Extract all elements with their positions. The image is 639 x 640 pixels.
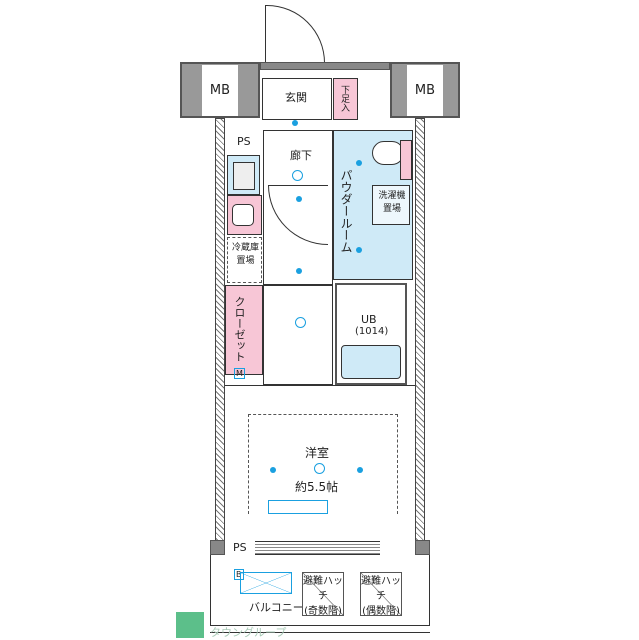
outdoor-unit [240,572,292,594]
sink [227,195,262,235]
right-wall [415,118,425,550]
light-icon [356,247,362,253]
bathtub [341,345,401,379]
western-room: 洋室 約5.5帖 [225,385,415,520]
escape-hatch-even: 避難ハッチ(偶数階) [360,572,402,617]
outlet-icon [292,170,303,181]
window-sash [255,541,380,555]
balcony [210,555,430,625]
entrance: 玄関 [262,78,332,120]
m-mark: M [234,368,245,379]
mb-right: MB [390,62,460,118]
shoe-storage: 下足入 [333,78,358,120]
balcony-label: バルコニー [249,601,304,614]
light-icon [296,196,302,202]
stove [227,155,260,195]
bottom-wall-left [210,540,225,555]
escape-hatch-odd: 避難ハッチ(奇数階) [302,572,344,617]
hall-lower [263,285,333,385]
towel-rack [400,140,412,180]
bottom-wall-right [415,540,430,555]
light-icon [292,120,298,126]
ps-bottom: PS [233,541,247,554]
light-icon [270,467,276,473]
top-wall [260,62,390,70]
balcony-rail [210,625,430,633]
mb-left: MB [180,62,260,118]
air-conditioner [268,500,328,514]
light-icon [357,467,363,473]
ps-top: PS [237,135,251,148]
unit-bath: UB (1014) [335,283,407,385]
tree-logo-icon [176,612,204,638]
logo-text: タウングループ [210,626,287,639]
closet: クローゼット [225,285,263,375]
light-icon [356,160,362,166]
fridge-space: 冷蔵庫置場 [227,237,262,283]
entrance-door [265,5,325,63]
light-icon [296,268,302,274]
laundry-space: 洗濯機置場 [372,185,410,225]
left-wall [215,118,225,550]
outlet-icon [295,317,306,328]
